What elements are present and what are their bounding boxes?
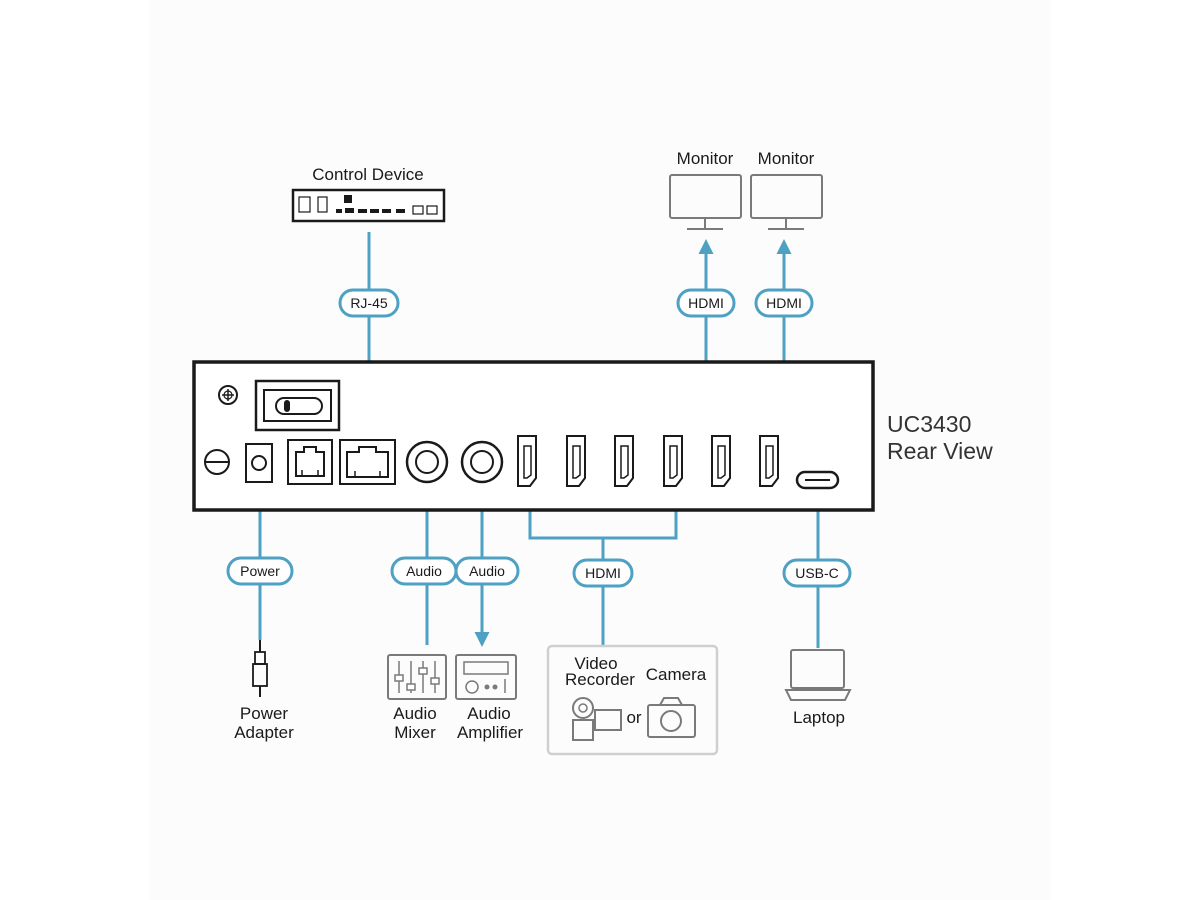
audio-amplifier-icon [455, 654, 517, 700]
hdmi-port-icon[interactable] [663, 435, 683, 487]
video-source-group: Video Recorder Camera or [546, 644, 719, 756]
laptop-label: Laptop [793, 708, 845, 727]
hdmi-port-icon[interactable] [711, 435, 731, 487]
hdmi-out-2-pill: HDMI [754, 288, 814, 318]
audio-mixer-label-2: Mixer [394, 723, 436, 742]
power-pill: Power [226, 556, 294, 586]
rj45-label: RJ-45 [350, 295, 388, 311]
audio-amplifier-label-2: Amplifier [457, 723, 523, 742]
cable-clip-icon [204, 449, 230, 475]
video-recorder-label-2: Recorder [565, 670, 635, 689]
audio-mixer-icon [387, 654, 447, 700]
hdmi-port-icon[interactable] [517, 435, 537, 487]
power-adapter-label-1: Power [240, 704, 289, 723]
usbc-port-icon[interactable] [795, 470, 840, 490]
audio-jack-icon[interactable] [460, 440, 504, 484]
rj45-port-icon[interactable] [339, 439, 396, 485]
hdmi-out-1-label: HDMI [688, 295, 724, 311]
rs232-port-icon[interactable] [287, 439, 333, 485]
usbc-pill: USB-C [782, 558, 852, 588]
control-device-label: Control Device [312, 165, 424, 184]
monitor-icon [750, 174, 823, 230]
power-adapter-label-2: Adapter [234, 723, 294, 742]
video-recorder-icon [572, 697, 622, 741]
ground-screw-icon [218, 385, 238, 405]
usbc-label: USB-C [795, 565, 839, 581]
audio-out-label: Audio [469, 563, 505, 579]
or-label: or [626, 708, 641, 727]
control-device-icon [291, 188, 446, 223]
audio-in-label: Audio [406, 563, 442, 579]
power-switch-icon[interactable] [254, 379, 341, 432]
audio-in-pill: Audio [390, 556, 458, 586]
audio-out-pill: Audio [454, 556, 520, 586]
hdmi-in-pill: HDMI [572, 558, 634, 588]
hdmi-port-icon[interactable] [566, 435, 586, 487]
uc3430-rear-panel [192, 360, 875, 512]
monitor-icon [669, 174, 742, 230]
hdmi-out-1-pill: HDMI [676, 288, 736, 318]
audio-mixer-label-1: Audio [393, 704, 436, 723]
camera-icon [647, 697, 696, 738]
monitor-2-label: Monitor [758, 149, 815, 168]
audio-amplifier-label-1: Audio [467, 704, 510, 723]
power-label: Power [240, 563, 280, 579]
rj45-pill: RJ-45 [338, 288, 400, 318]
device-view-title: Rear View [887, 438, 993, 464]
laptop-icon [784, 649, 852, 701]
dc-jack-icon[interactable] [245, 443, 273, 483]
power-plug-icon [252, 640, 268, 697]
camera-label: Camera [646, 665, 707, 684]
monitor-1-label: Monitor [677, 149, 734, 168]
hdmi-in-label: HDMI [585, 565, 621, 581]
video-recorder-label-1: Video [574, 654, 617, 673]
hdmi-port-icon[interactable] [614, 435, 634, 487]
hdmi-port-icon[interactable] [759, 435, 779, 487]
device-model-title: UC3430 [887, 411, 971, 437]
audio-jack-icon[interactable] [405, 440, 449, 484]
hdmi-out-2-label: HDMI [766, 295, 802, 311]
